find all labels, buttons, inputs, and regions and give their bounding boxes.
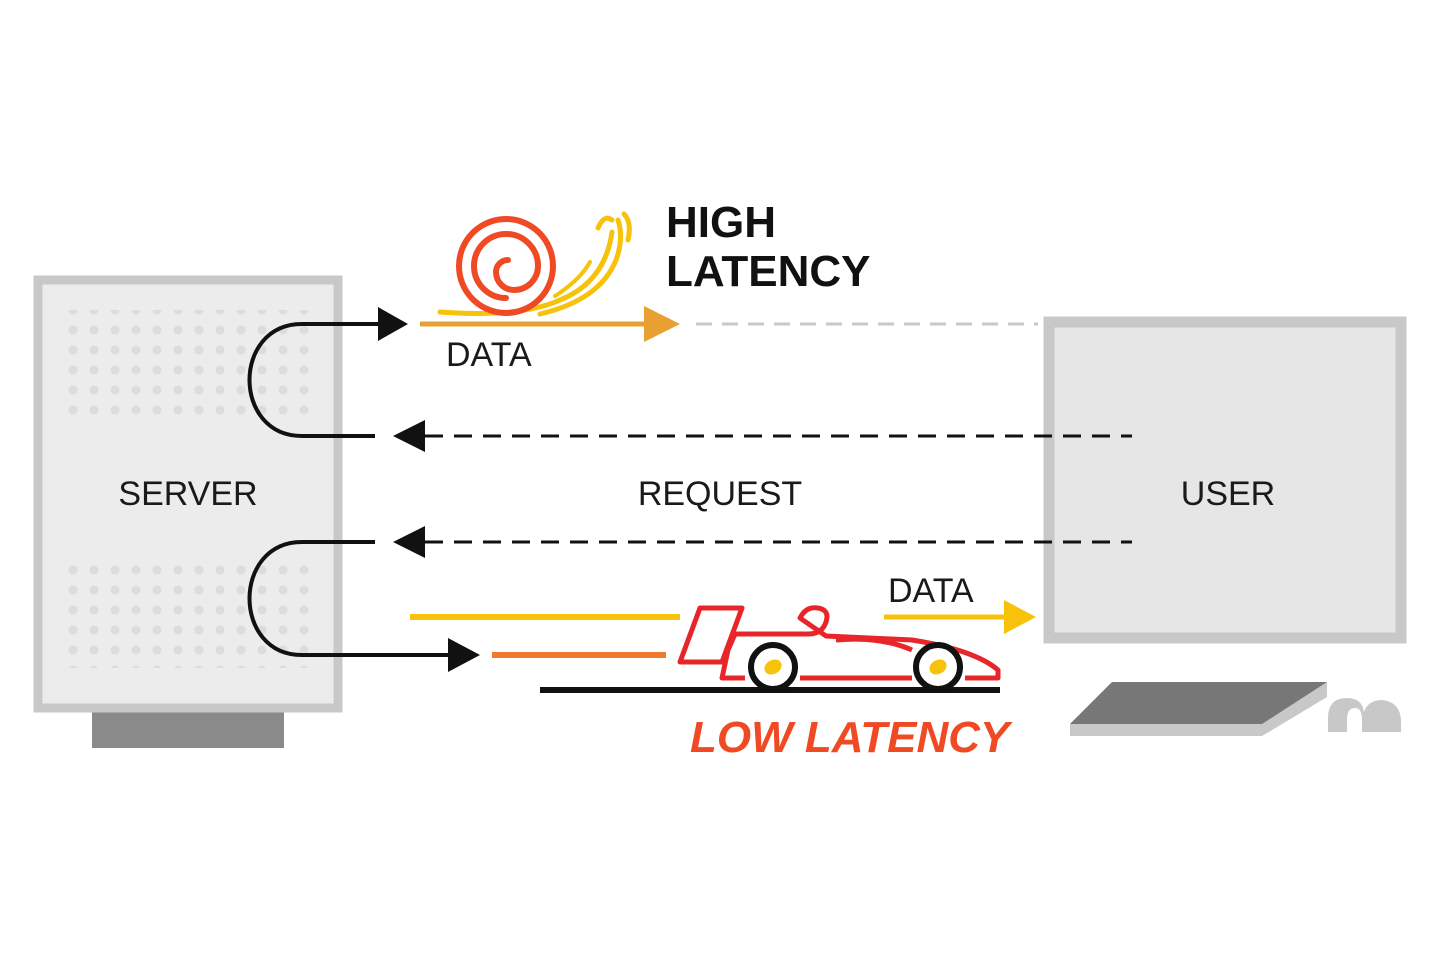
car-wheel-front	[913, 642, 963, 692]
fast-data-arrow	[884, 600, 1036, 634]
loop-arrowhead-top	[378, 307, 408, 341]
user-label: USER	[1181, 475, 1275, 513]
server-loop-bottom	[247, 540, 450, 657]
data-label-bottom: DATA	[888, 572, 974, 610]
monitor-icon	[1043, 316, 1407, 644]
keyboard-icon	[1070, 682, 1327, 736]
slow-data-arrow	[420, 306, 680, 342]
server-loop-top	[247, 322, 380, 438]
server-label: SERVER	[118, 475, 257, 513]
car-wheel-rear	[748, 642, 798, 692]
data-label-top: DATA	[446, 336, 532, 374]
snail-icon	[437, 211, 632, 317]
request-arrow-bottom	[393, 526, 1132, 558]
race-car-icon	[677, 605, 1001, 681]
request-arrow-top	[393, 420, 1132, 452]
low-latency-label: LOW LATENCY	[690, 713, 1013, 762]
high-latency-label-line1: HIGH	[666, 198, 776, 247]
request-label: REQUEST	[638, 475, 802, 513]
server-tower-icon	[33, 275, 343, 748]
mouse-icon	[1328, 698, 1401, 732]
high-latency-label-line2: LATENCY	[666, 247, 871, 296]
loop-arrowhead-bottom	[448, 638, 480, 672]
